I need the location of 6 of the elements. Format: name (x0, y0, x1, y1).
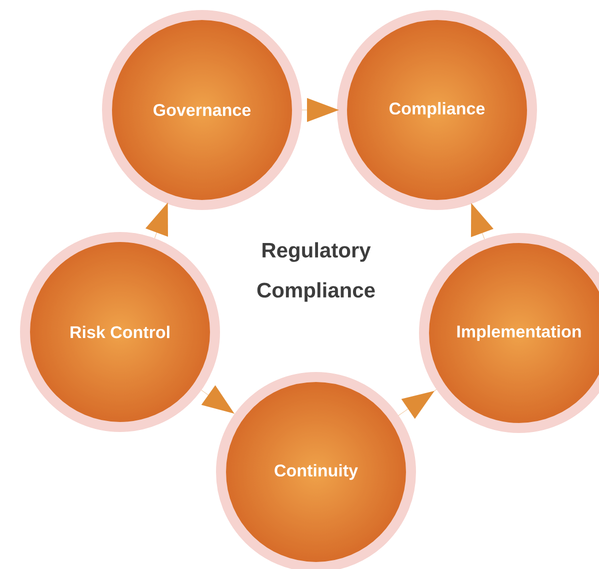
center-title: Regulatory Compliance (257, 242, 375, 302)
arrow (470, 202, 494, 240)
arrow (398, 389, 437, 419)
arrow (201, 385, 235, 414)
arrow (145, 202, 168, 238)
arrow (302, 98, 339, 122)
